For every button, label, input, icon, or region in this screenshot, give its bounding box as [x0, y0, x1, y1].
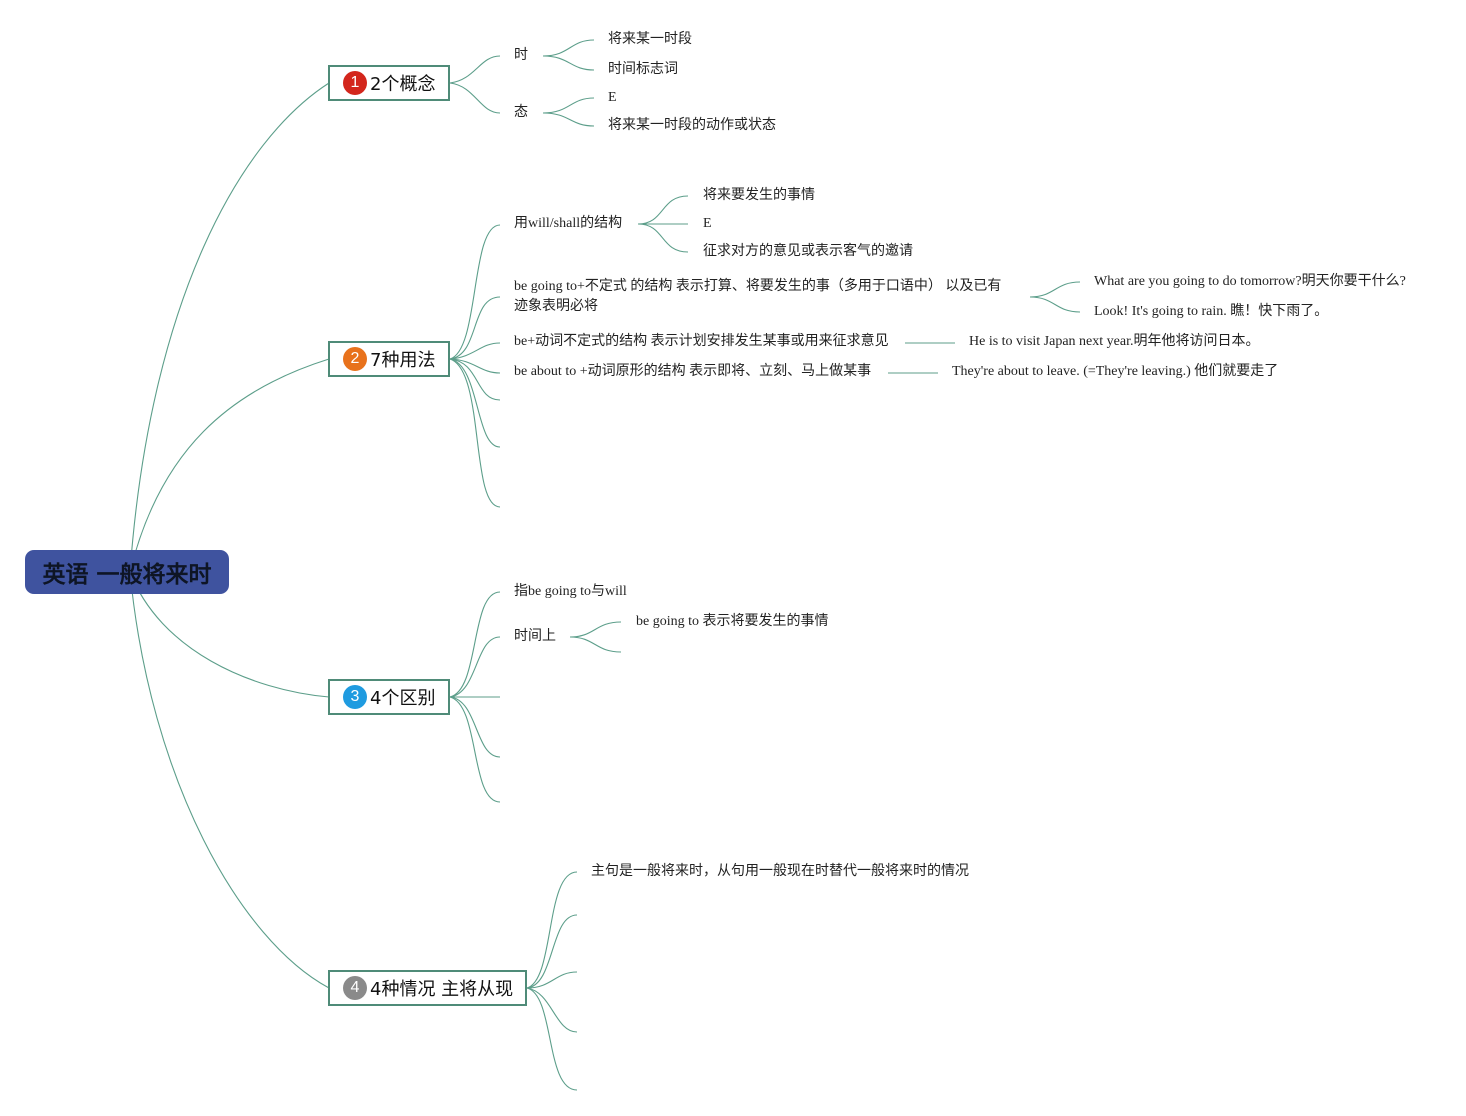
- subtopic-be-going-to[interactable]: be going to+不定式 的结构 表示打算、将要发生的事（多用于口语中） …: [514, 279, 1002, 314]
- subtopic-difference-1[interactable]: 指be going to与will: [514, 584, 627, 599]
- topic-differences[interactable]: 3 4个区别: [328, 679, 450, 715]
- topic-cases[interactable]: 4 4种情况 主将从现: [328, 970, 527, 1006]
- link-root-topic1: [129, 82, 330, 573]
- example-be-to[interactable]: He is to visit Japan next year.明年他将访问日本。: [969, 334, 1260, 349]
- subtopic-will-shall[interactable]: 用will/shall的结构: [514, 216, 623, 231]
- number-badge: 2: [343, 347, 367, 371]
- subtopic-difference-time-child[interactable]: be going to 表示将要发生的事情: [636, 614, 829, 629]
- subtopic-will-shall-child[interactable]: 将来要发生的事情: [703, 188, 815, 203]
- link-root-topic4: [129, 571, 330, 989]
- root-topic-label: 英语 一般将来时: [42, 562, 212, 588]
- subtopic-will-shall-child[interactable]: 征求对方的意见或表示客气的邀请: [703, 244, 913, 259]
- subtopic-be-to[interactable]: be+动词不定式的结构 表示计划安排发生某事或用来征求意见: [514, 334, 889, 349]
- subtopic-time[interactable]: 时: [514, 48, 528, 63]
- subtopic-difference-time[interactable]: 时间上: [514, 629, 556, 644]
- subtopic-aspect-child[interactable]: E: [608, 90, 617, 105]
- example-be-going-to[interactable]: What are you going to do tomorrow?明天你要干什…: [1094, 274, 1406, 289]
- subtopic-time-child[interactable]: 将来某一时段: [608, 32, 692, 47]
- topic-label: 4种情况 主将从现: [370, 979, 514, 1000]
- subtopic-time-child[interactable]: 时间标志词: [608, 62, 678, 77]
- number-badge: 4: [343, 976, 367, 1000]
- topic-label: 4个区别: [370, 688, 436, 709]
- link-root-topic3: [129, 571, 330, 698]
- subtopic-aspect-child[interactable]: 将来某一时段的动作或状态: [608, 118, 776, 133]
- topic-label: 2个概念: [370, 74, 436, 95]
- root-topic[interactable]: 英语 一般将来时: [25, 550, 229, 594]
- topic-usages[interactable]: 2 7种用法: [328, 341, 450, 377]
- subtopic-will-shall-child[interactable]: E: [703, 216, 712, 231]
- subtopic-aspect[interactable]: 态: [514, 105, 528, 120]
- number-badge: 1: [343, 71, 367, 95]
- subtopic-be-about-to[interactable]: be about to +动词原形的结构 表示即将、立刻、马上做某事: [514, 364, 872, 379]
- topic-concepts[interactable]: 1 2个概念: [328, 65, 450, 101]
- number-badge: 3: [343, 685, 367, 709]
- example-be-about-to[interactable]: They're about to leave. (=They're leavin…: [952, 364, 1279, 379]
- link-root-topic2: [129, 358, 330, 573]
- topic-label: 7种用法: [370, 350, 436, 371]
- example-be-going-to[interactable]: Look! It's going to rain. 瞧！快下雨了。: [1094, 304, 1329, 319]
- subtopic-case-1[interactable]: 主句是一般将来时，从句用一般现在时替代一般将来时的情况: [591, 864, 969, 879]
